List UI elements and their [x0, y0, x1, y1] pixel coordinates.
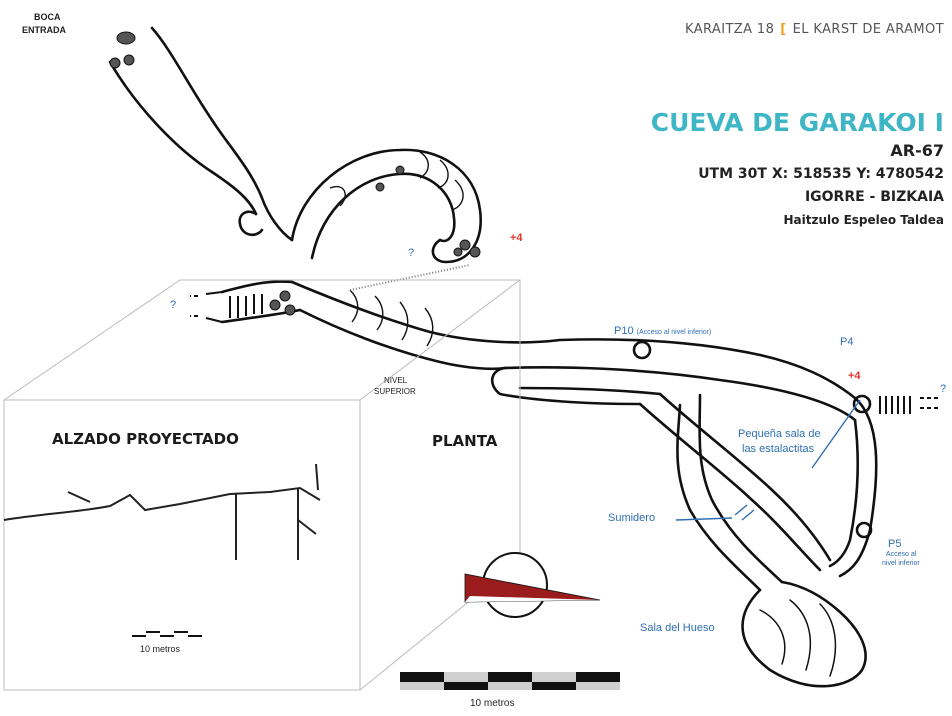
south-passage: [638, 402, 822, 572]
cave-location: IGORRE - BIZKAIA: [804, 189, 944, 205]
label-pequena-sala-1: Pequeña sala de: [738, 428, 821, 440]
main-gallery-south: [298, 308, 507, 371]
page-header: KARAITZA 18 [ EL KARST DE ARAMOT: [685, 22, 944, 37]
label-unknown-east: ?: [940, 383, 947, 395]
label-p10: P10 (Acceso al nivel inferior): [614, 325, 712, 337]
label-nivel: NIVEL: [384, 376, 408, 385]
label-planta: PLANTA: [432, 432, 498, 450]
label-plus4-north: +4: [510, 232, 523, 244]
label-unknown-west: ?: [170, 299, 177, 311]
cave-title: CUEVA DE GARAKOI I: [650, 108, 944, 137]
label-p5-note-2: nivel inferior: [882, 560, 920, 567]
cave-code: AR-67: [890, 141, 944, 160]
label-boca: BOCA: [34, 12, 61, 22]
label-pequena-sala-2: las estalactitas: [742, 443, 815, 455]
lower-loop: [491, 366, 642, 406]
label-scale-small: 10 metros: [140, 644, 181, 654]
section-name: EL KARST DE ARAMOT: [792, 22, 944, 37]
label-p5-note-1: Acceso al: [886, 551, 917, 558]
label-superior: SUPERIOR: [374, 387, 416, 396]
survey-club: Haitzulo Espeleo Taldea: [783, 213, 944, 227]
cave-utm: UTM 30T X: 518535 Y: 4780542: [698, 166, 944, 182]
label-sala-del-hueso: Sala del Hueso: [640, 622, 715, 634]
shaft-p5: [855, 521, 873, 539]
alzado-box: [3, 279, 521, 691]
alzado-profile: [3, 463, 321, 560]
shaft-p4: [852, 394, 872, 414]
west-passage: [220, 280, 294, 294]
entrance-gallery-wall: [108, 60, 258, 216]
shaft-p10: [632, 340, 652, 360]
north-arrow: [464, 552, 601, 618]
upper-loop-outer: [290, 148, 482, 264]
label-plus4-east: +4: [848, 370, 861, 382]
sala-del-hueso: [741, 580, 867, 688]
label-scale-big: 10 metros: [470, 698, 515, 709]
label-p5: P5: [888, 538, 902, 550]
label-p4: P4: [840, 336, 854, 348]
header-separator: [: [780, 22, 787, 37]
label-unknown-loop: ?: [408, 247, 415, 259]
journal-name: KARAITZA 18: [685, 22, 775, 37]
small-scale-bar: [132, 631, 202, 637]
label-entrada: ENTRADA: [22, 25, 66, 35]
east-branch: [838, 396, 878, 578]
big-scale-bar: [400, 672, 620, 690]
label-alzado-proyectado: ALZADO PROYECTADO: [52, 430, 239, 448]
entrance-gallery: [150, 26, 294, 242]
label-sumidero: Sumidero: [608, 512, 656, 524]
upper-loop-inner: [310, 172, 456, 260]
main-gallery-north: [290, 280, 857, 400]
